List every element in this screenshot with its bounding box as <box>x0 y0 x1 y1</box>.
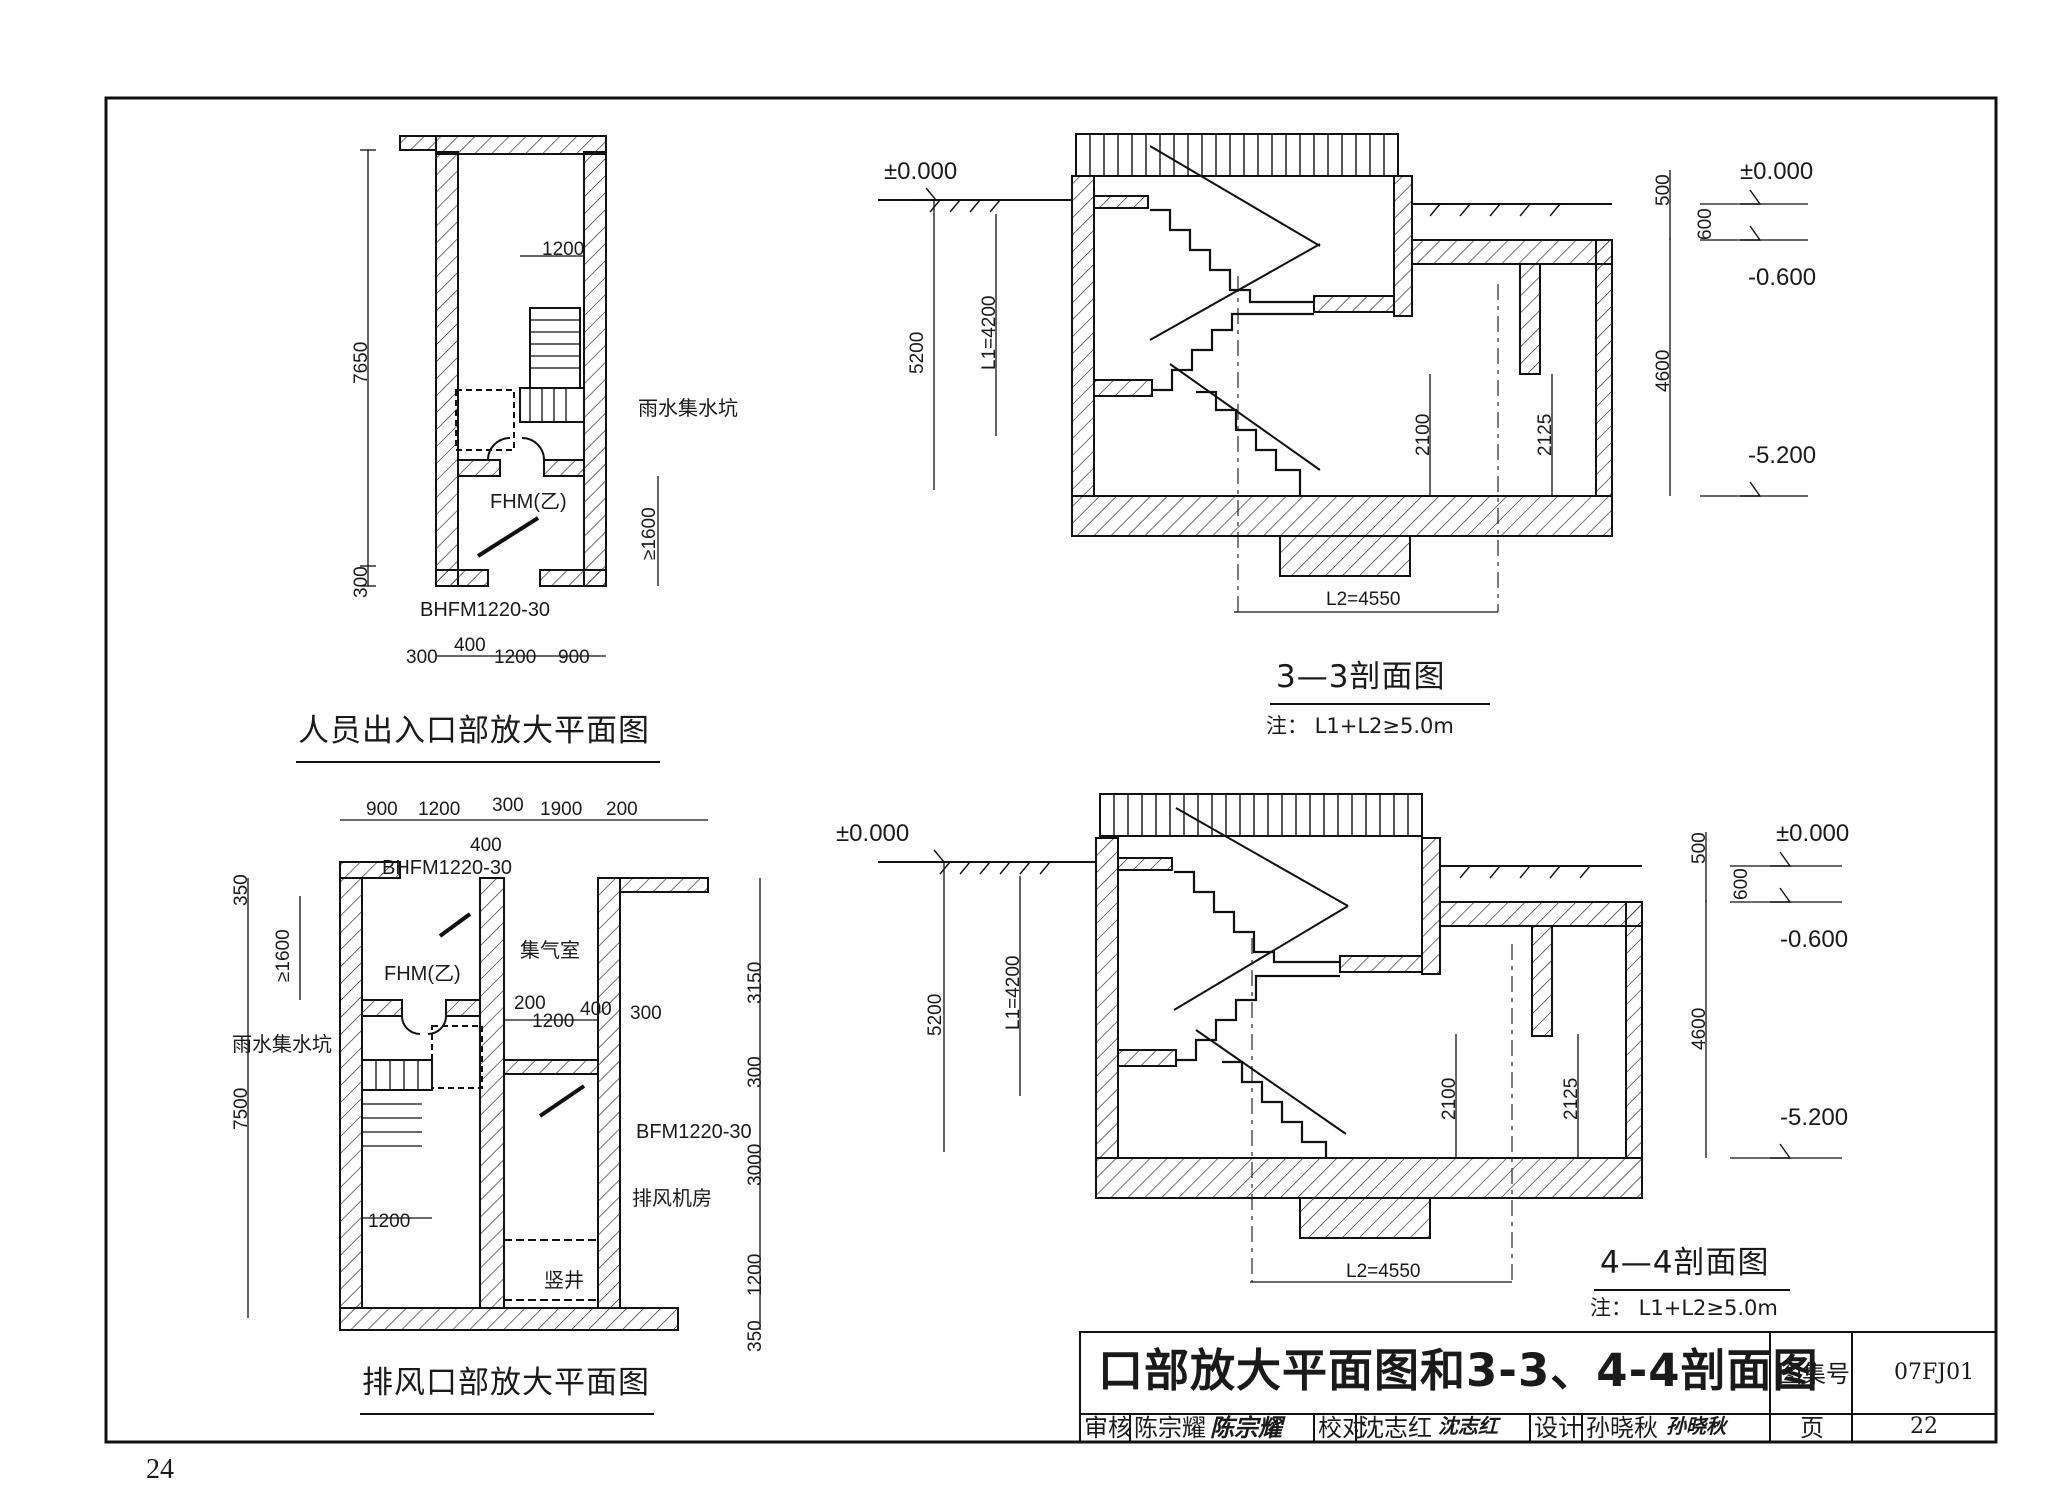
design-label: 设计 <box>1534 1414 1582 1442</box>
plan2-dim-top-900: 900 <box>366 799 398 820</box>
sec33-dim-l2: L2=4550 <box>1326 589 1401 610</box>
sec33-dim-2100: 2100 <box>1413 413 1434 456</box>
plan2-door-bfm: BFM1220-30 <box>636 1121 752 1143</box>
sec44-elev-right-2: -5.200 <box>1780 1104 1849 1131</box>
plan2-dim-inner-400: 400 <box>580 999 612 1020</box>
designer-name: 孙晓秋 <box>1586 1414 1658 1442</box>
plan2-dim-top-1200: 1200 <box>418 799 461 820</box>
plan1-sump-label: 雨水集水坑 <box>638 396 738 420</box>
sec44-title: 4—4剖面图 <box>1600 1245 1770 1281</box>
plan1-door-fhm: FHM(乙) <box>490 491 567 513</box>
reviewer-signature: 陈宗耀 <box>1210 1413 1282 1442</box>
plan2-room-fan: 排风机房 <box>632 1186 712 1210</box>
plan1-title: 人员出入口部放大平面图 <box>298 713 650 749</box>
plan2-door-fhm: FHM(乙) <box>384 963 461 985</box>
sec33-elev-right-1: -0.600 <box>1748 264 1817 291</box>
sec44-dim-5200: 5200 <box>925 993 946 1036</box>
plan-personnel-entrance <box>360 135 659 657</box>
plan1-dim-300: 300 <box>351 566 372 598</box>
sec33-dim-500: 500 <box>1653 174 1674 206</box>
sec33-elev-right-2: -5.200 <box>1748 442 1817 469</box>
sec44-elev-right-1: -0.600 <box>1780 926 1849 953</box>
section-4-4 <box>878 793 1842 1291</box>
plan2-dim-inner-1200b: 1200 <box>368 1211 411 1232</box>
review-label: 审核 <box>1084 1414 1132 1442</box>
sec44-dim-2100: 2100 <box>1439 1077 1460 1120</box>
sec33-dim-2125: 2125 <box>1535 413 1556 456</box>
sec44-dim-l1: L1=4200 <box>1003 955 1024 1031</box>
sec44-dim-4600: 4600 <box>1689 1007 1710 1050</box>
reviewer-name: 陈宗耀 <box>1134 1414 1206 1442</box>
sec44-dim-l2: L2=4550 <box>1346 1261 1421 1282</box>
sec44-note: 注： L1+L2≥5.0m <box>1590 1296 1778 1320</box>
atlas-number: 07FJ01 <box>1894 1360 1975 1385</box>
sec33-elev-right-0: ±0.000 <box>1740 158 1814 185</box>
plan2-dim-right-3150: 3150 <box>745 961 766 1004</box>
sheet-border <box>104 96 1998 1444</box>
title-block-lines <box>1079 1331 1997 1443</box>
page-number: 22 <box>1910 1414 1938 1439</box>
plan1-dim-bottom-900: 900 <box>558 647 590 668</box>
sec33-elev-left: ±0.000 <box>884 158 958 185</box>
designer-signature: 孙晓秋 <box>1666 1414 1726 1438</box>
plan2-dim-left-7500: 7500 <box>231 1087 252 1130</box>
plan2-sump-label: 雨水集水坑 <box>232 1032 332 1056</box>
sec33-title: 3—3剖面图 <box>1276 659 1446 695</box>
plan2-dim-inner-1200: 1200 <box>532 1011 575 1032</box>
plan2-dim-top-1900: 1900 <box>540 799 583 820</box>
plan2-dim-top-200: 200 <box>606 799 638 820</box>
checker-signature: 沈志红 <box>1438 1414 1498 1438</box>
sec33-dim-l1: L1=4200 <box>979 295 1000 371</box>
sec33-dim-5200: 5200 <box>907 331 928 374</box>
plan1-door-bhfm: BHFM1220-30 <box>420 599 551 621</box>
plan2-dim-top-300: 300 <box>492 795 524 816</box>
plan2-title: 排风口部放大平面图 <box>362 1365 650 1401</box>
plan2-dim-top-400: 400 <box>470 835 502 856</box>
sec33-note: 注： L1+L2≥5.0m <box>1266 714 1454 738</box>
sec44-dim-2125: 2125 <box>1561 1077 1582 1120</box>
plan2-dim-left-min1600: ≥1600 <box>273 929 294 982</box>
plan2-dim-left-350: 350 <box>231 874 252 906</box>
sec33-dim-4600: 4600 <box>1653 349 1674 392</box>
plan2-dim-inner-300: 300 <box>630 1003 662 1024</box>
page-label: 页 <box>1800 1414 1824 1442</box>
plan2-room-gas: 集气室 <box>520 938 580 962</box>
drawing-title: 口部放大平面图和3-3、4-4剖面图 <box>1098 1344 1819 1397</box>
sec44-dim-600: 600 <box>1731 868 1752 900</box>
section-3-3 <box>878 133 1808 705</box>
plan2-dim-right-3000: 3000 <box>745 1143 766 1186</box>
sec44-elev-right-0: ±0.000 <box>1776 820 1850 847</box>
plan2-room-shaft: 竖井 <box>544 1268 584 1292</box>
plan2-dim-right-350: 350 <box>745 1320 766 1352</box>
plan1-dim-bottom-400: 400 <box>454 635 486 656</box>
plan2-dim-right-1200: 1200 <box>745 1253 766 1296</box>
plan2-dim-right-300: 300 <box>745 1056 766 1088</box>
sec33-dim-600: 600 <box>1695 208 1716 240</box>
plan1-dim-bottom-1200: 1200 <box>494 647 537 668</box>
sec44-dim-500: 500 <box>1689 832 1710 864</box>
sec44-elev-left: ±0.000 <box>836 820 910 847</box>
plan1-dim-1200: 1200 <box>542 239 585 260</box>
plan1-dim-bottom-300: 300 <box>406 647 438 668</box>
check-label: 校对 <box>1318 1414 1366 1442</box>
plan2-door-bhfm: BHFM1220-30 <box>382 857 513 879</box>
book-page-number: 24 <box>146 1454 174 1485</box>
plan2-dim-inner-200: 200 <box>514 993 546 1014</box>
checker-name: 沈志红 <box>1360 1414 1432 1442</box>
atlas-label: 图集号 <box>1778 1360 1850 1388</box>
plan1-dim-min1600: ≥1600 <box>639 507 660 560</box>
plan1-dim-7650: 7650 <box>351 341 372 384</box>
plan-exhaust-outlet <box>247 819 761 1331</box>
